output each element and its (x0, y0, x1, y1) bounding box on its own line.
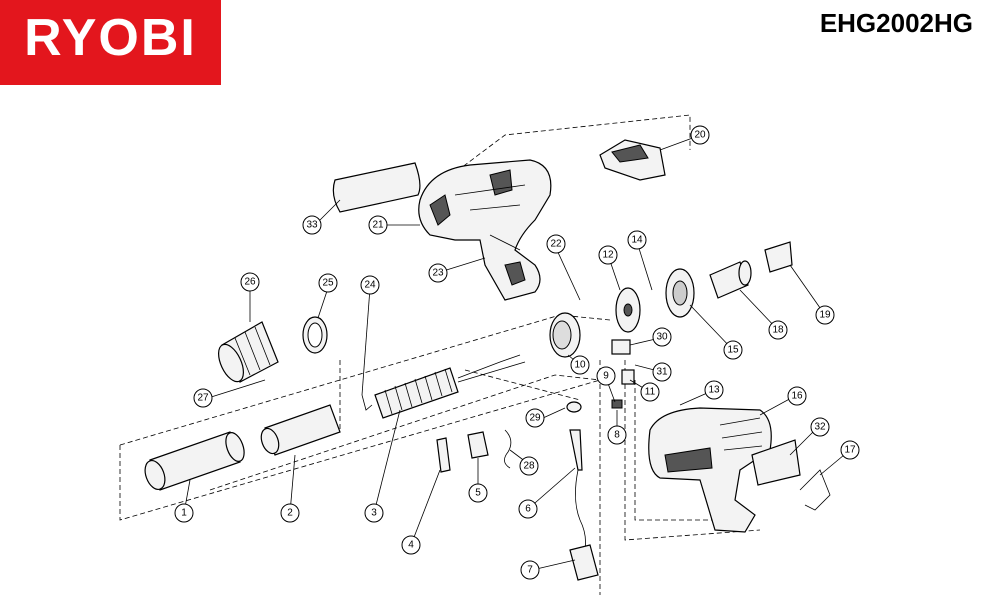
callout-7-label: 7 (527, 565, 533, 576)
part-4-switch (436, 437, 451, 473)
part-20-switch-cover (599, 139, 666, 181)
part-11-switch (621, 369, 635, 385)
callout-27: 27 (193, 388, 213, 408)
part-7-plug (569, 544, 599, 581)
callout-16-label: 16 (791, 391, 803, 402)
ryobi-logo: RYOBI (0, 0, 221, 85)
part-5-terminal-block (467, 431, 489, 459)
callout-5: 5 (468, 483, 488, 503)
callout-6-label: 6 (525, 504, 531, 515)
callout-11: 11 (640, 382, 660, 402)
callout-9: 9 (596, 366, 616, 386)
part-10-fan-housing (549, 312, 581, 358)
callout-28: 28 (519, 456, 539, 476)
callout-15: 15 (723, 340, 743, 360)
callout-13: 13 (704, 380, 724, 400)
part-18-motor (709, 260, 752, 299)
assembly-guides (119, 114, 761, 595)
callout-26: 26 (240, 272, 260, 292)
part-15-motor-bracket (665, 268, 695, 318)
part-8-terminal (611, 399, 623, 409)
callout-7: 7 (520, 560, 540, 580)
part-24-clip (361, 394, 373, 411)
leader-lines (183, 135, 851, 571)
callout-2: 2 (280, 503, 300, 523)
callout-1-label: 1 (181, 508, 187, 519)
callout-13-label: 13 (708, 385, 720, 396)
callout-31-label: 31 (656, 367, 668, 378)
callout-12-label: 12 (602, 250, 614, 261)
callout-21: 21 (368, 215, 388, 235)
callout-23-label: 23 (432, 268, 444, 279)
part-26-nozzle-cap (218, 321, 279, 383)
callout-20-label: 20 (694, 130, 706, 141)
callout-2-label: 2 (287, 508, 293, 519)
callout-10: 10 (570, 355, 590, 375)
model-number: EHG2002HG (819, 8, 973, 38)
part-12-fan (615, 287, 641, 333)
callout-6: 6 (518, 499, 538, 519)
callout-23: 23 (428, 263, 448, 283)
callout-26-label: 26 (244, 277, 256, 288)
callout-3: 3 (364, 503, 384, 523)
callout-25: 25 (318, 273, 338, 293)
callout-11-label: 11 (645, 387, 656, 398)
housing-left-half (418, 159, 552, 301)
callout-29: 29 (525, 408, 545, 428)
callout-4-label: 4 (408, 540, 414, 551)
callout-1: 1 (174, 503, 194, 523)
callout-18: 18 (768, 320, 788, 340)
part-28-cable-clip (504, 429, 512, 469)
callout-14: 14 (627, 230, 647, 250)
callout-32: 32 (810, 417, 830, 437)
callout-17-label: 17 (844, 445, 856, 456)
callout-10-label: 10 (574, 360, 586, 371)
part-2-inner-tube (260, 404, 341, 456)
callout-12: 12 (598, 245, 618, 265)
part-33-sheet (332, 162, 421, 213)
callout-3-label: 3 (371, 508, 377, 519)
callout-9-label: 9 (603, 371, 609, 382)
callout-15-label: 15 (727, 345, 739, 356)
callout-20: 20 (690, 125, 710, 145)
callout-29-label: 29 (529, 413, 541, 424)
callout-22: 22 (546, 234, 566, 254)
callout-22-label: 22 (550, 239, 562, 250)
callout-32-label: 32 (814, 422, 826, 433)
callout-14-label: 14 (631, 235, 643, 246)
part-6-power-cord (566, 401, 586, 561)
part-30-switch (611, 339, 631, 355)
callout-8-label: 8 (614, 430, 620, 441)
callout-8: 8 (607, 425, 627, 445)
callout-30-label: 30 (656, 332, 668, 343)
part-19-plate (764, 241, 793, 273)
callout-27-label: 27 (197, 393, 209, 404)
callout-5-label: 5 (475, 488, 481, 499)
callout-16: 16 (787, 386, 807, 406)
part-32-label (751, 439, 801, 486)
logo-text: RYOBI (24, 9, 197, 67)
housing-right-half (648, 407, 772, 533)
callout-30: 30 (652, 327, 672, 347)
callout-24-label: 24 (364, 280, 376, 291)
callout-33: 33 (302, 215, 322, 235)
callout-19: 19 (815, 305, 835, 325)
callout-28-label: 28 (523, 461, 535, 472)
callout-24: 24 (360, 275, 380, 295)
callout-33-label: 33 (306, 220, 318, 231)
part-1-nozzle-tube (144, 431, 245, 491)
callout-31: 31 (652, 362, 672, 382)
part-3-heating-element (374, 354, 526, 419)
callout-25-label: 25 (322, 278, 334, 289)
callout-19-label: 19 (819, 310, 831, 321)
part-17-stand (799, 469, 831, 511)
callout-18-label: 18 (772, 325, 784, 336)
callout-21-label: 21 (372, 220, 384, 231)
callout-17: 17 (840, 440, 860, 460)
callout-4: 4 (401, 535, 421, 555)
